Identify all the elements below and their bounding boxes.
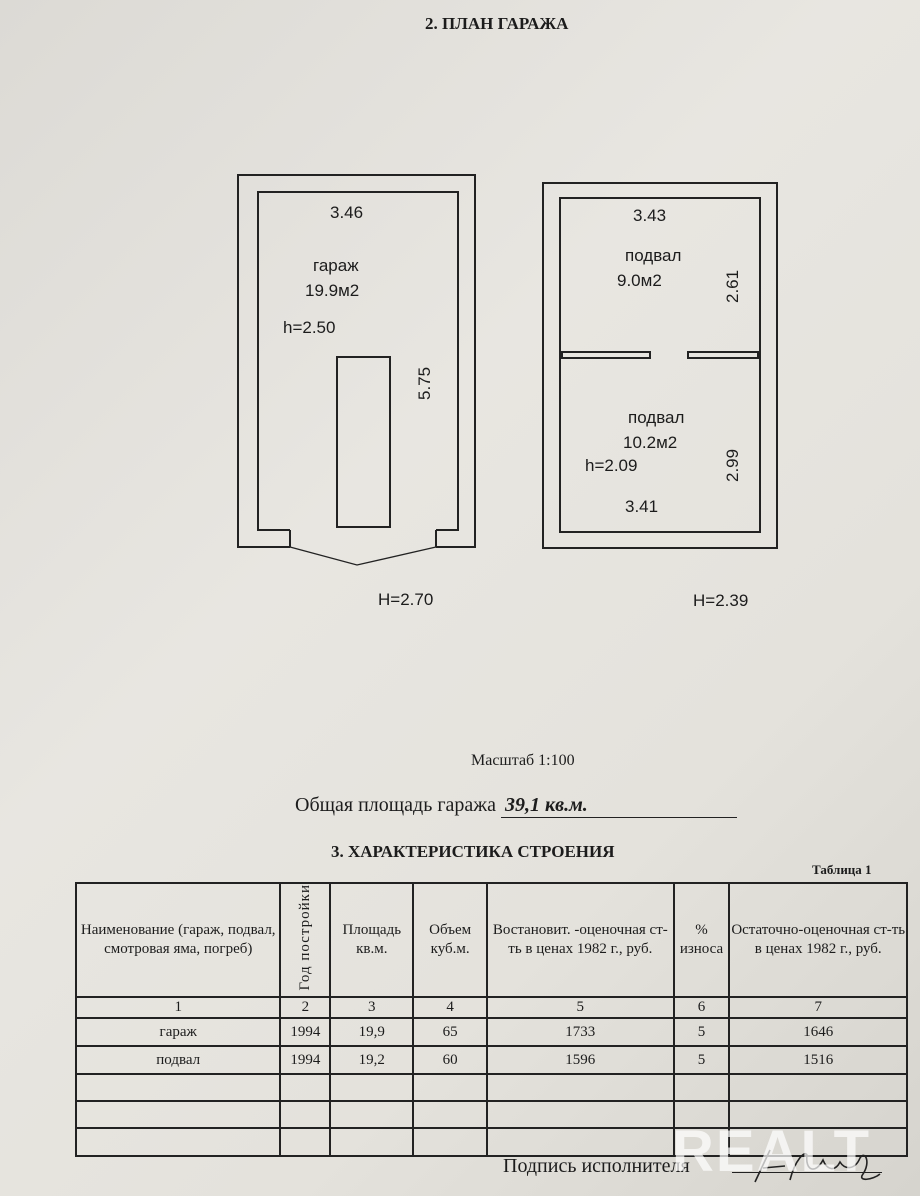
header-name: Наименование (гараж, подвал, смотровая я… (74, 881, 282, 999)
basement-room2-length: 2.99 (723, 448, 742, 482)
table-caption: Таблица 1 (812, 862, 872, 877)
col-number: 7 (728, 996, 908, 1019)
header-restoration-cost: Востановит. -оценочная ст-ть в ценах 198… (486, 881, 675, 999)
header-wear: % износа (672, 881, 731, 999)
section-3-title: 3. ХАРАКТЕРИСТИКА СТРОЕНИЯ (331, 842, 615, 861)
cell: 1596 (486, 1044, 675, 1075)
total-area-label: Общая площадь гаража (295, 794, 497, 816)
garage-width: 3.46 (330, 203, 364, 222)
cell: 1733 (486, 1016, 675, 1047)
garage-room-name: гараж (313, 256, 359, 275)
col-number: 4 (412, 996, 489, 1019)
header-area: Площадь кв.м. (329, 881, 415, 999)
scale-label: Масштаб 1:100 (471, 752, 575, 769)
basement-room1-name: подвал (625, 246, 682, 265)
cell: 19,2 (329, 1044, 415, 1075)
basement-bottom-width: 3.41 (625, 497, 659, 516)
watermark-logo: REALT (672, 1119, 872, 1184)
basement-top-width: 3.43 (633, 206, 667, 225)
cell: 1646 (728, 1016, 908, 1047)
basement-room1-length: 2.61 (723, 269, 742, 303)
garage-outer-height: H=2.70 (378, 590, 434, 609)
cell: 19,9 (329, 1016, 415, 1047)
garage-plan-walls (237, 174, 476, 566)
cell: 65 (412, 1016, 489, 1047)
basement-outer-height: H=2.39 (693, 591, 749, 610)
col-number: 2 (279, 996, 332, 1019)
table-row: подвал 1994 19,2 60 1596 5 1516 (74, 1044, 908, 1075)
garage-length: 5.75 (415, 366, 434, 400)
table-row-empty (74, 1126, 908, 1157)
signature-line (732, 1172, 882, 1173)
basement-plan-walls (542, 182, 778, 549)
total-area: Общая площадь гаража 39,1 кв.м. (295, 794, 738, 818)
inspection-pit (336, 356, 391, 528)
total-area-value: 39,1 кв.м. (501, 794, 738, 818)
basement-room1-area: 9.0м2 (617, 271, 662, 290)
cell: 1994 (279, 1044, 332, 1075)
table-number-row: 1 2 3 4 5 6 7 (74, 996, 908, 1019)
table-row-empty (74, 1099, 908, 1129)
cell: 1994 (279, 1016, 332, 1047)
table-header-row: Наименование (гараж, подвал, смотровая я… (74, 881, 908, 999)
header-volume: Объем куб.м. (412, 881, 489, 999)
floor-plans (237, 174, 778, 566)
signature (754, 1149, 881, 1183)
table-row-empty (74, 1072, 908, 1102)
cell: 5 (672, 1016, 731, 1047)
garage-inner-height: h=2.50 (283, 318, 336, 337)
cell: 5 (672, 1044, 731, 1075)
col-number: 5 (486, 996, 675, 1019)
basement-inner-height: h=2.09 (585, 456, 638, 475)
basement-room2-name: подвал (628, 408, 685, 427)
header-year-text: Год постройки (297, 884, 314, 991)
building-characteristics-table: Наименование (гараж, подвал, смотровая я… (74, 881, 908, 1157)
col-number: 1 (74, 996, 282, 1019)
col-number: 3 (329, 996, 415, 1019)
basement-room2-area: 10.2м2 (623, 433, 678, 452)
table-row: гараж 1994 19,9 65 1733 5 1646 (74, 1016, 908, 1047)
cell: 60 (412, 1044, 489, 1075)
header-residual-cost: Остаточно-оценочная ст-ть в ценах 1982 г… (728, 881, 908, 999)
cell: подвал (74, 1044, 282, 1075)
section-2-title: 2. ПЛАН ГАРАЖА (425, 14, 569, 33)
header-year: Год постройки (279, 881, 332, 999)
cell: 1516 (728, 1044, 908, 1075)
col-number: 6 (672, 996, 731, 1019)
signature-label: Подпись исполнителя (503, 1155, 690, 1177)
garage-room-area: 19.9м2 (305, 281, 360, 300)
cell: гараж (74, 1016, 282, 1047)
